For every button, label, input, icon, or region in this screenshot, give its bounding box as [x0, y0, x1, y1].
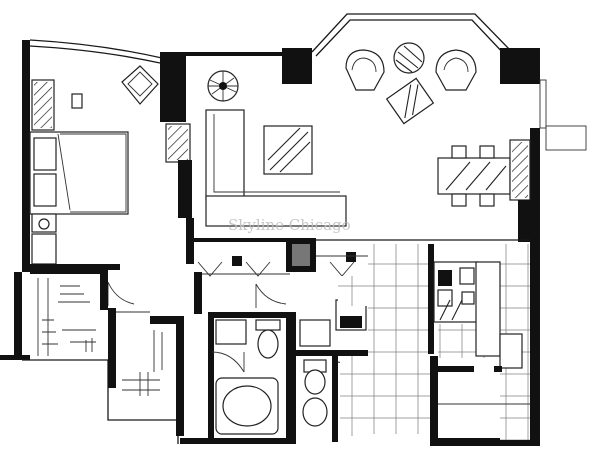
- bathroom: [208, 312, 296, 442]
- bedroom: [22, 65, 194, 270]
- watermark: Skyline Chicago: [228, 216, 351, 234]
- plant-icon: [207, 70, 239, 102]
- kitchen: [338, 244, 530, 440]
- dining-table: [437, 145, 511, 207]
- lounge-chair-right: [435, 49, 477, 91]
- round-table: [393, 42, 425, 74]
- ottoman: [385, 77, 435, 125]
- bathtub-icon: [215, 377, 279, 435]
- coffee-table: [263, 125, 313, 175]
- walk-in-closet: [30, 270, 184, 436]
- armchair-icon: [121, 65, 159, 105]
- toilet-icon: [255, 319, 281, 359]
- lounge-chair-left: [345, 49, 385, 91]
- entry-closets: [107, 238, 368, 314]
- toilet-icon: [303, 359, 327, 395]
- exterior-walls: [0, 13, 587, 446]
- living-room: Skyline Chicago: [194, 42, 531, 242]
- sink-icon: [302, 397, 328, 427]
